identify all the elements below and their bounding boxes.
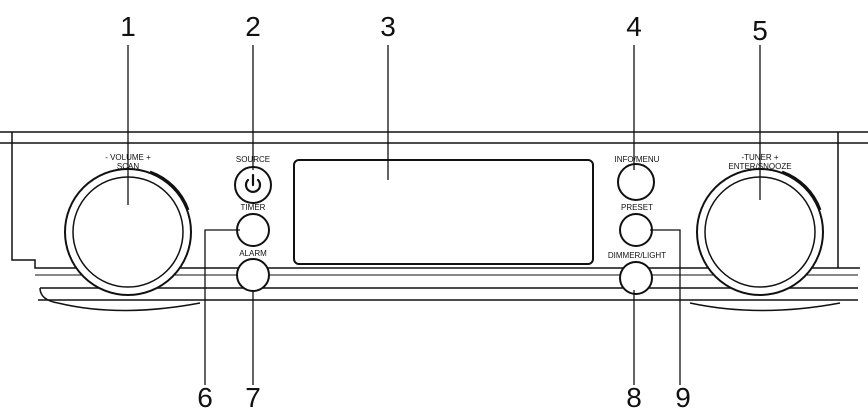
callout-9: 9 — [675, 382, 691, 410]
enter-snooze-label: ENTER/SNOOZE — [728, 162, 791, 171]
scan-label: SCAN — [117, 162, 139, 171]
callout-3: 3 — [380, 11, 396, 42]
callout-8: 8 — [626, 382, 642, 410]
housing — [0, 131, 868, 312]
alarm-label: ALARM — [239, 249, 267, 258]
callout-5: 5 — [752, 15, 768, 46]
callout-2: 2 — [245, 11, 261, 42]
source-label: SOURCE — [236, 155, 270, 164]
timer-label: TIMER — [241, 203, 266, 212]
info-menu-label: INFO/MENU — [615, 155, 660, 164]
dimmer-light-button[interactable] — [619, 261, 653, 295]
preset-label: PRESET — [621, 203, 653, 212]
callout-6: 6 — [197, 382, 213, 410]
tuner-knob[interactable] — [696, 168, 824, 296]
callout-4: 4 — [626, 11, 642, 42]
volume-label: - VOLUME + — [105, 153, 151, 162]
info-menu-button[interactable] — [617, 163, 655, 201]
power-icon — [244, 173, 262, 193]
timer-button[interactable] — [236, 213, 270, 247]
dimmer-light-label: DIMMER/LIGHT — [608, 251, 666, 260]
callout-1: 1 — [120, 11, 136, 42]
display-screen — [293, 159, 594, 265]
callout-7: 7 — [245, 382, 261, 410]
leader-lines — [127, 45, 761, 385]
preset-button[interactable] — [619, 213, 653, 247]
alarm-button[interactable] — [236, 258, 270, 292]
tuner-label: -TUNER + — [741, 153, 778, 162]
